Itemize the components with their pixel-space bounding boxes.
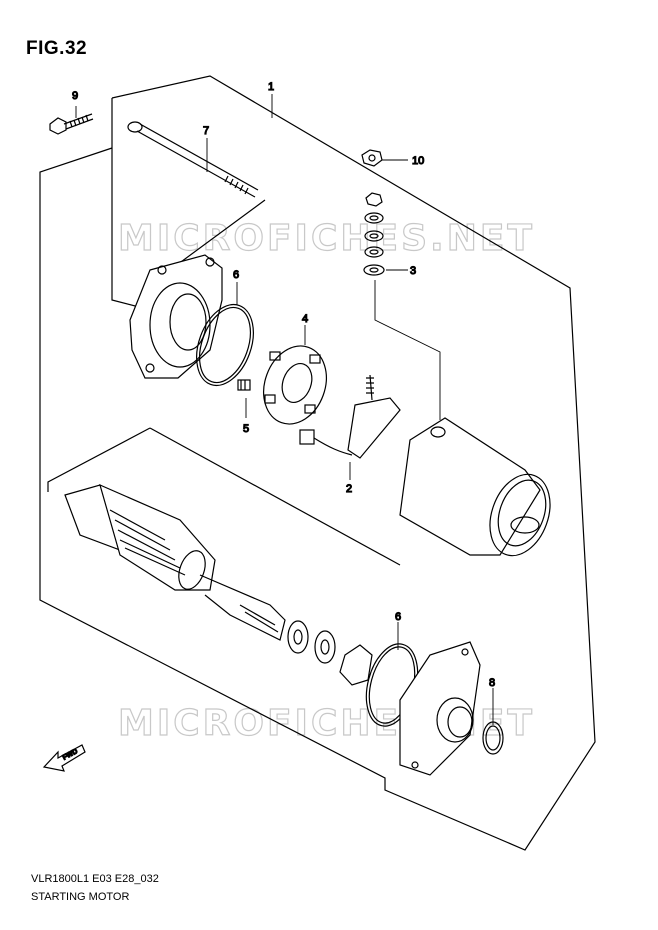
armature	[64, 483, 286, 641]
rear-end-cover	[129, 254, 223, 379]
washer-stack	[363, 192, 385, 276]
leader-lines	[75, 94, 494, 725]
callout-6-top: 6	[233, 269, 239, 281]
callout-10: 10	[412, 155, 424, 167]
callout-8: 8	[489, 677, 495, 689]
terminal-part-2	[299, 374, 401, 459]
callout-3: 3	[410, 265, 416, 277]
armature-group-line	[47, 427, 151, 492]
callout-5: 5	[243, 423, 249, 435]
shaft-washers	[287, 620, 373, 686]
yoke-housing	[399, 417, 551, 557]
nut-part-10	[361, 149, 383, 167]
fwd-arrow-icon: FWD	[42, 744, 86, 772]
through-bolt-part-7	[127, 121, 259, 198]
o-ring-part-6-top	[196, 303, 254, 387]
callout-1: 1	[268, 81, 274, 93]
figure-title: FIG.32	[26, 38, 88, 59]
callout-9: 9	[72, 90, 78, 102]
armature-group-line-2	[149, 427, 401, 566]
brush-holder-part-4	[263, 345, 327, 425]
callout-6-bottom: 6	[395, 611, 401, 623]
assembly-outline	[39, 75, 596, 851]
watermark-top: MICROFICHES.NET	[118, 218, 535, 259]
callout-4: 4	[302, 313, 308, 325]
bolt-part-9	[49, 113, 94, 135]
brush-part-5	[237, 379, 251, 391]
callout-2: 2	[346, 483, 352, 495]
front-end-cover	[399, 641, 481, 776]
o-ring-part-8	[482, 721, 504, 755]
o-ring-inner-top	[199, 306, 251, 384]
figure-description: STARTING MOTOR	[31, 891, 130, 903]
figure-code: VLR1800L1 E03 E28_032	[31, 873, 159, 885]
callout-7: 7	[203, 125, 209, 137]
o-ring-part-8-inner	[485, 725, 501, 751]
